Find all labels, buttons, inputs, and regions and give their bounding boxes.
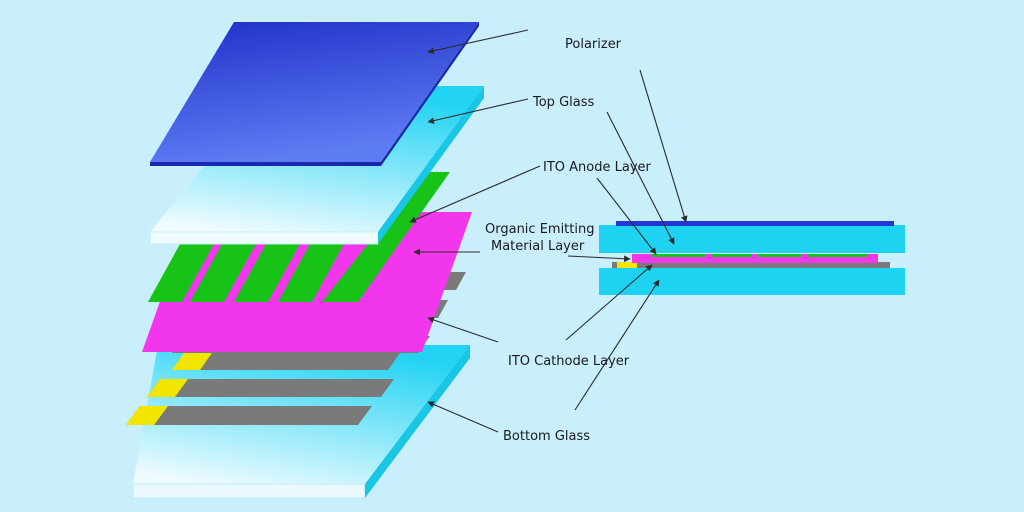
ito-anode-strips	[148, 172, 450, 302]
cs-anode-strip	[808, 254, 868, 257]
anode-strip	[148, 244, 214, 302]
label-ito-cathode: ITO Cathode Layer	[508, 354, 630, 369]
label-polarizer: Polarizer	[565, 37, 622, 52]
label-organic-line2: Material Layer	[491, 239, 585, 254]
cross-section-view	[599, 221, 905, 295]
cs-organic-layer	[632, 254, 878, 263]
cs-contact-pad	[617, 262, 637, 268]
cs-anode-strip	[712, 254, 752, 257]
cs-polarizer	[616, 221, 894, 226]
anode-strip	[278, 244, 344, 302]
label-organic-line1: Organic Emitting	[485, 222, 594, 237]
cs-anode-strip	[652, 254, 706, 257]
anode-strip	[190, 244, 256, 302]
cathode-strip	[200, 353, 400, 370]
anode-strip	[234, 244, 300, 302]
cathode-strip	[147, 379, 394, 397]
cs-anode-strip	[758, 254, 802, 257]
cs-cathode-layer	[612, 262, 890, 268]
leader-lines	[409, 29, 688, 433]
contact-pad	[126, 406, 168, 425]
cathode-strip	[126, 406, 372, 425]
contact-pad	[172, 353, 212, 370]
label-top-glass: Top Glass	[532, 95, 594, 110]
label-bottom-glass: Bottom Glass	[503, 429, 590, 444]
polarizer-sheet	[150, 22, 479, 166]
label-ito-anode: ITO Anode Layer	[543, 160, 652, 175]
anode-strip	[322, 172, 450, 302]
cs-bottom-glass	[599, 268, 905, 295]
contact-pad	[147, 379, 188, 397]
